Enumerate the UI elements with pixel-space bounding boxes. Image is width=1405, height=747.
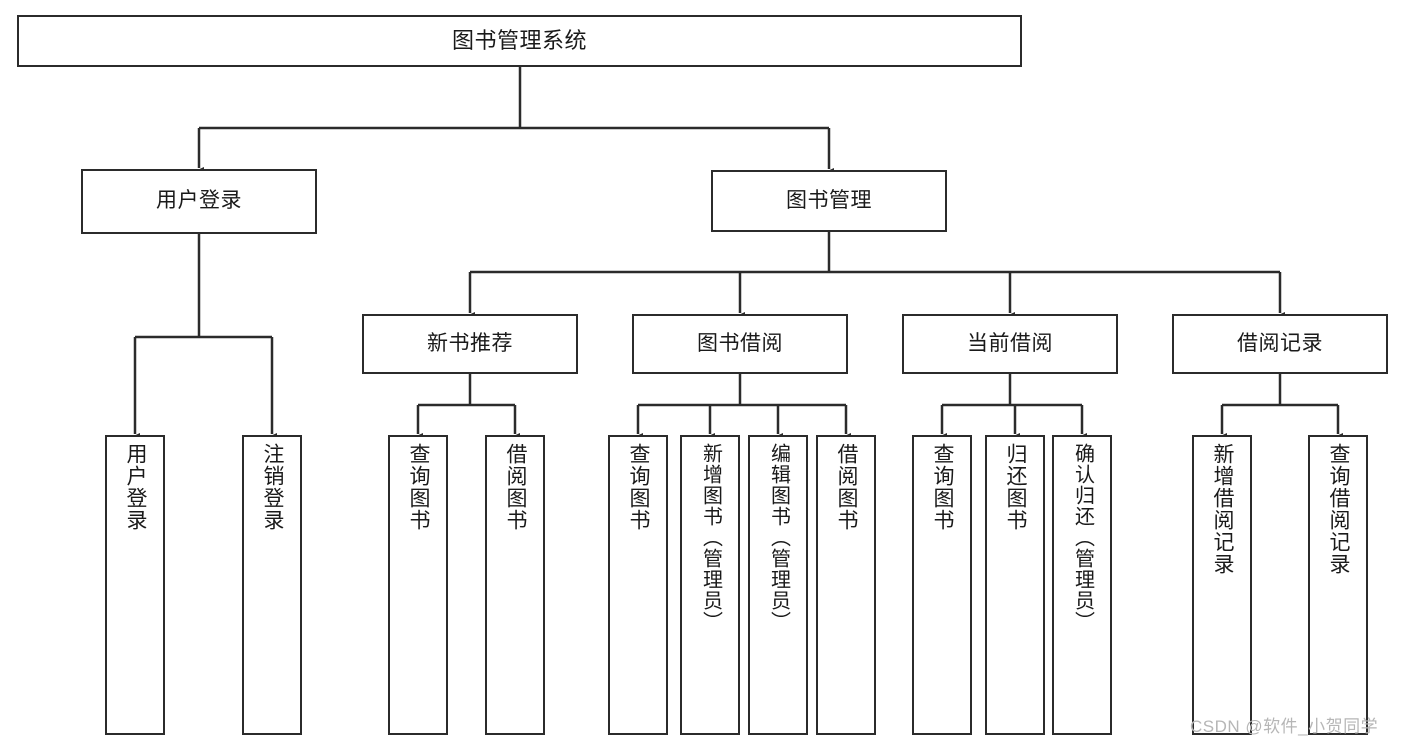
- node-label: 用户登录: [124, 443, 148, 531]
- node-l-login[interactable]: 用户登录: [105, 435, 165, 735]
- node-label: 借阅图书: [835, 443, 859, 531]
- node-label: 图书借阅: [697, 331, 783, 355]
- node-l-borrow1[interactable]: 借阅图书: [485, 435, 545, 735]
- node-l-return[interactable]: 归还图书: [985, 435, 1045, 735]
- node-label: 确认归还（管理员）: [1071, 443, 1094, 632]
- node-label: 借阅记录: [1237, 331, 1323, 355]
- node-records[interactable]: 借阅记录: [1172, 314, 1388, 374]
- node-label: 新增图书（管理员）: [699, 443, 722, 632]
- node-l-logout[interactable]: 注销登录: [242, 435, 302, 735]
- node-label: 借阅图书: [504, 443, 528, 531]
- node-label: 查询借阅记录: [1327, 443, 1351, 575]
- node-l-query1[interactable]: 查询图书: [388, 435, 448, 735]
- node-l-add[interactable]: 新增图书（管理员）: [680, 435, 740, 735]
- node-root[interactable]: 图书管理系统: [17, 15, 1022, 67]
- node-borrow[interactable]: 图书借阅: [632, 314, 848, 374]
- node-label: 图书管理: [786, 188, 872, 212]
- node-label: 归还图书: [1004, 443, 1028, 531]
- node-l-queryrec[interactable]: 查询借阅记录: [1308, 435, 1368, 735]
- node-label: 图书管理系统: [451, 28, 587, 54]
- node-label: 新增借阅记录: [1211, 443, 1235, 575]
- node-l-query2[interactable]: 查询图书: [608, 435, 668, 735]
- node-label: 用户登录: [156, 189, 242, 213]
- node-current[interactable]: 当前借阅: [902, 314, 1118, 374]
- watermark-text: CSDN @软件_小贺同学: [1190, 717, 1379, 736]
- node-l-addrec[interactable]: 新增借阅记录: [1192, 435, 1252, 735]
- node-bookmgmt[interactable]: 图书管理: [711, 170, 947, 232]
- node-label: 查询图书: [627, 443, 651, 531]
- node-l-query3[interactable]: 查询图书: [912, 435, 972, 735]
- node-label: 查询图书: [931, 443, 955, 531]
- node-label: 编辑图书（管理员）: [767, 443, 790, 632]
- node-label: 当前借阅: [967, 331, 1053, 355]
- edge-layer: [130, 67, 1343, 442]
- node-l-edit[interactable]: 编辑图书（管理员）: [748, 435, 808, 735]
- node-label: 新书推荐: [427, 331, 513, 355]
- node-l-borrow2[interactable]: 借阅图书: [816, 435, 876, 735]
- node-l-confirm[interactable]: 确认归还（管理员）: [1052, 435, 1112, 735]
- node-newbook[interactable]: 新书推荐: [362, 314, 578, 374]
- node-label: 注销登录: [261, 443, 285, 531]
- node-label: 查询图书: [407, 443, 431, 531]
- node-login[interactable]: 用户登录: [81, 169, 317, 234]
